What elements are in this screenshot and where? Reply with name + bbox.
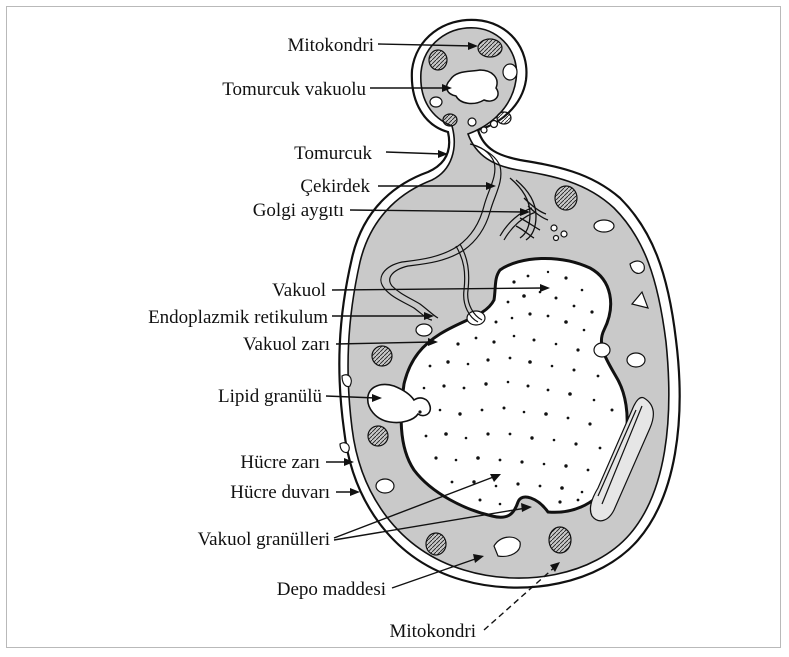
label-cekirdek: Çekirdek <box>300 176 370 197</box>
label-lipid: Lipid granülü <box>218 386 322 407</box>
label-er: Endoplazmik retikulum <box>148 307 328 328</box>
label-tomurcuk-vakuolu: Tomurcuk vakuolu <box>222 79 366 100</box>
label-mitokondri-bottom: Mitokondri <box>389 621 476 642</box>
label-golgi: Golgi aygıtı <box>253 200 344 221</box>
label-vakuol-granulleri: Vakuol granülleri <box>198 529 330 550</box>
label-hucre-duvari: Hücre duvarı <box>230 482 330 503</box>
label-tomurcuk: Tomurcuk <box>294 143 372 164</box>
label-vakuol-zari: Vakuol zarı <box>243 334 330 355</box>
label-hucre-zari: Hücre zarı <box>240 452 320 473</box>
label-depo: Depo maddesi <box>277 579 386 600</box>
label-vakuol: Vakuol <box>272 280 326 301</box>
label-mitokondri-top: Mitokondri <box>287 35 374 56</box>
cell <box>339 20 679 588</box>
